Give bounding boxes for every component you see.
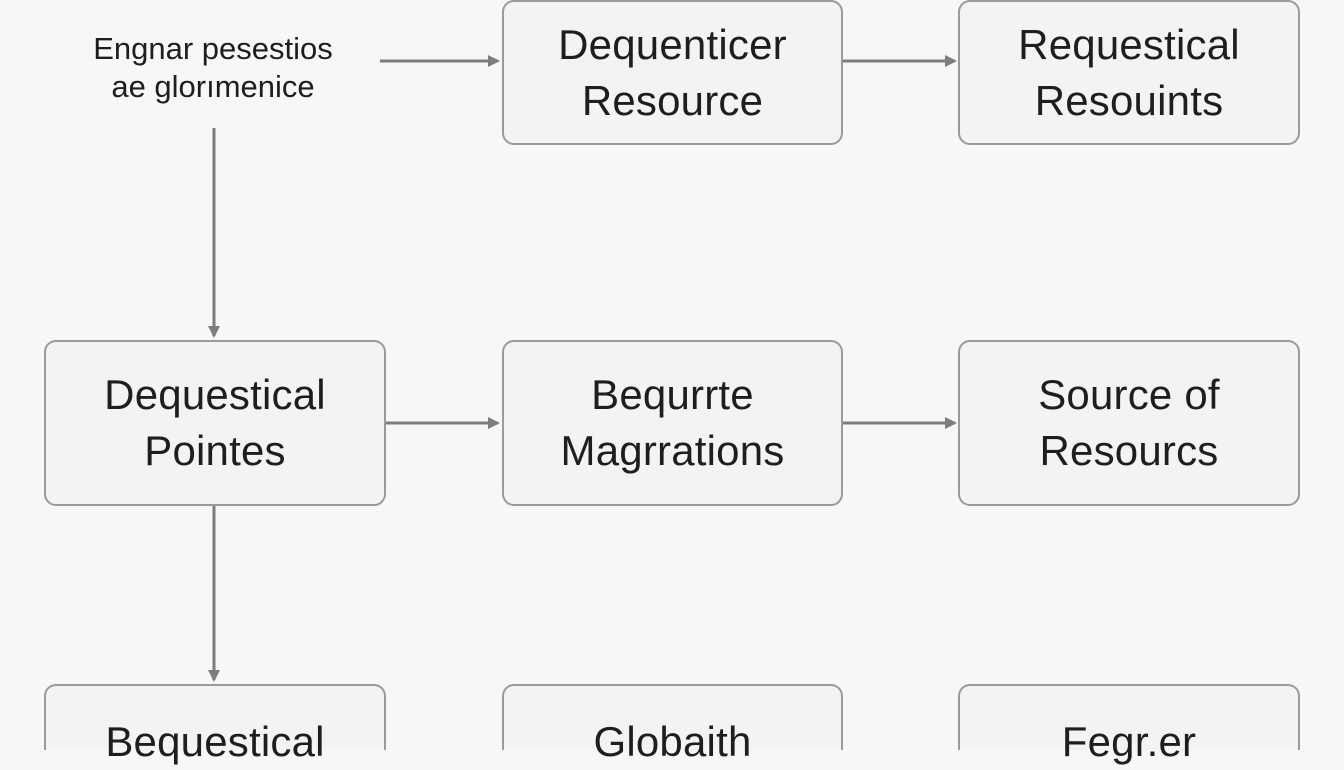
node-globaith: Globaith [502, 684, 843, 765]
node-requestical-resouints-line-1: Requestical [1018, 20, 1240, 68]
node-dequenticer-resource: Dequenticer Resource [502, 0, 843, 145]
start-label-line-2: ae glorımenice [111, 69, 315, 104]
node-dequenticer-resource-line-2: Resource [581, 76, 764, 124]
node-source-of-resourcs-line-1: Source of [1038, 371, 1220, 418]
node-fegrer: Fegr.er [958, 684, 1300, 765]
node-requestical-resouints: Requestical Resouints [958, 0, 1300, 145]
start-label-line-1: Engnar pesestios [93, 31, 333, 66]
node-dequestical-pointes: Dequestical Pointes [44, 340, 386, 506]
node-dequestical-pointes-line-2: Pointes [144, 427, 286, 474]
node-source-of-resourcs-line-2: Resourcs [1039, 427, 1219, 474]
node-bequestical: Bequestical [44, 684, 386, 765]
start-label: Engnar pesestios ae glorımenice [48, 30, 378, 106]
node-source-of-resourcs: Source of Resourcs [958, 340, 1300, 506]
node-dequestical-pointes-line-1: Dequestical [104, 371, 326, 418]
node-bequestical-line-1: Bequestical [105, 718, 325, 765]
node-bequrrte-magrrations-line-2: Magrrations [560, 427, 785, 474]
node-globaith-line-1: Globaith [593, 718, 752, 765]
node-bequrrte-magrrations: Bequrrte Magrrations [502, 340, 843, 506]
flow-diagram: Engnar pesestios ae glorımenice Dequenti… [44, 0, 1300, 765]
node-fegrer-line-1: Fegr.er [1061, 718, 1197, 765]
diagram-arrows [208, 55, 957, 682]
node-dequenticer-resource-line-1: Dequenticer [558, 20, 787, 68]
node-bequrrte-magrrations-line-1: Bequrrte [591, 371, 754, 418]
node-requestical-resouints-line-2: Resouints [1034, 76, 1224, 124]
